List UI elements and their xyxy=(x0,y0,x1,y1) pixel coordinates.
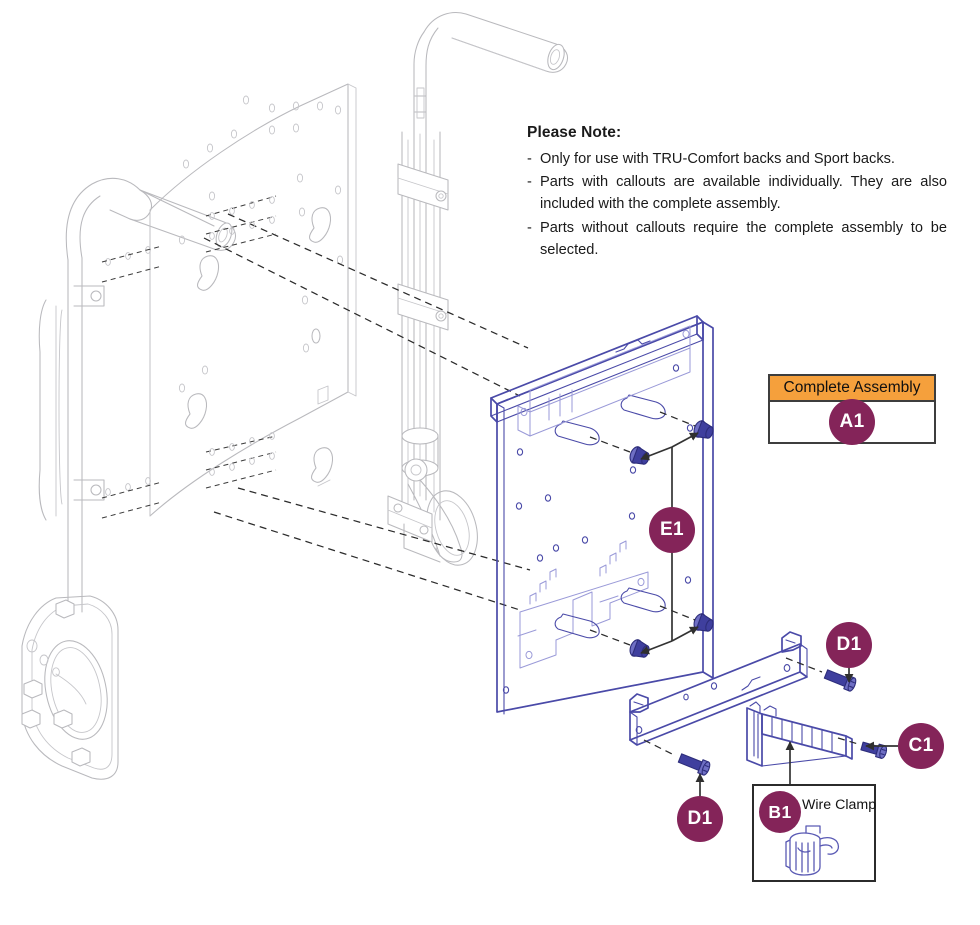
push-handle-right xyxy=(413,12,569,131)
wire-clamp-thumbnail xyxy=(785,825,840,876)
complete-assembly-header: Complete Assembly xyxy=(770,376,934,403)
rear-bracket xyxy=(387,458,478,566)
screw-e1-right-lower xyxy=(693,613,714,632)
wire-clamp-box[interactable]: B1 Wire Clamp xyxy=(752,784,876,882)
wire-clamp-header: B1 Wire Clamp xyxy=(754,786,877,833)
screw-d1-lower xyxy=(677,753,711,776)
clamp-ribs xyxy=(771,716,833,753)
upper-slots xyxy=(554,394,666,446)
note-item-text: Parts with callouts are available indivi… xyxy=(540,174,947,213)
complete-assembly-box[interactable]: Complete Assembly A1 xyxy=(768,374,936,446)
screw-e1-left-lower xyxy=(629,639,650,658)
note-item: - Parts with callouts are available indi… xyxy=(527,171,947,215)
lower-slots xyxy=(554,587,666,639)
e1-screws xyxy=(589,411,714,658)
note-item: - Only for use with TRU-Comfort backs an… xyxy=(527,148,947,170)
lower-cross-bracket xyxy=(629,631,808,746)
note-title: Please Note: xyxy=(527,124,622,141)
note-bullet: - xyxy=(527,219,532,236)
callout-badge-e1[interactable]: E1 xyxy=(649,507,695,553)
wire-clamp-label: Wire Clamp xyxy=(802,797,877,813)
wheelchair-frame-ghost xyxy=(21,12,569,780)
complete-assembly-body: A1 xyxy=(770,399,934,446)
d1-c1-screws xyxy=(643,657,898,798)
note-bullet: - xyxy=(527,174,532,191)
callout-badge-b1[interactable]: B1 xyxy=(759,791,801,833)
note-item-text: Parts without callouts require the compl… xyxy=(540,219,947,258)
caster-bracket xyxy=(21,585,119,780)
upper-bracket-ghost xyxy=(517,325,691,437)
left-side-rail xyxy=(38,285,105,587)
assembly-dashed-lines xyxy=(101,195,531,611)
callout-badge-c1[interactable]: C1 xyxy=(898,723,944,769)
mounting-back-plate xyxy=(490,315,714,715)
plate-holes xyxy=(502,364,694,694)
callout-badge-a1[interactable]: A1 xyxy=(829,399,875,446)
panel-hole-callout-dashes xyxy=(205,195,277,489)
note-item-text: Only for use with TRU-Comfort backs and … xyxy=(540,151,895,167)
lower-keyhole-bracket xyxy=(517,540,649,669)
note-bullet: - xyxy=(527,151,532,167)
wire-clamp-part xyxy=(746,701,853,767)
panel-holes xyxy=(178,95,344,393)
back-panel xyxy=(149,83,357,517)
callout-badge-d1-upper[interactable]: D1 xyxy=(826,622,872,668)
back-cane xyxy=(397,129,449,521)
callout-badge-d1-lower[interactable]: D1 xyxy=(677,796,723,842)
panel-cutouts xyxy=(184,207,333,483)
please-note-block: Please Note: - Only for use with TRU-Com… xyxy=(527,124,947,262)
screw-d1-upper xyxy=(823,669,857,692)
screw-c1 xyxy=(860,741,888,759)
note-item: - Parts without callouts require the com… xyxy=(527,217,947,261)
